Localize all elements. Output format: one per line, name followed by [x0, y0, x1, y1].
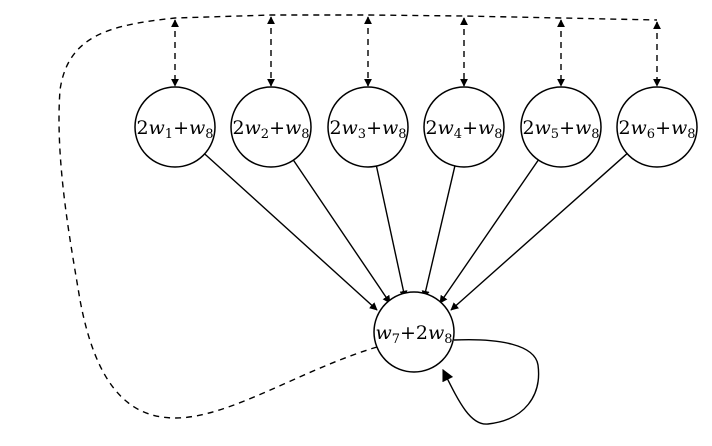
- label-part-plus: +: [559, 117, 575, 139]
- label-part-sub: 4: [454, 127, 462, 142]
- node-n1: 2w1+w8: [134, 86, 216, 168]
- label-part-var2: w: [285, 117, 301, 139]
- label-part-var: w: [375, 322, 391, 344]
- label-part-sub2: 8: [398, 127, 406, 142]
- node-n5: 2w5+w8: [520, 86, 602, 168]
- label-part-var2: w: [575, 117, 591, 139]
- label-part-var: w: [149, 117, 165, 139]
- node-circle: [616, 86, 698, 168]
- node-label: w7+2w8: [375, 322, 452, 347]
- edge-n6-to-n7: [450, 153, 628, 311]
- label-part-coef: 2: [329, 117, 341, 139]
- edge-n3-to-n7: [375, 165, 408, 299]
- label-part-coef: 2: [522, 117, 534, 139]
- label-part-coef: 2: [618, 117, 630, 139]
- label-part-plus: +: [462, 117, 478, 139]
- label-part-sub: 3: [358, 127, 366, 142]
- self-loop-edge: [442, 338, 540, 425]
- label-part-plus: +: [173, 117, 189, 139]
- label-part-coef: 2: [425, 117, 437, 139]
- edge-n5-to-n7: [439, 159, 539, 304]
- edge-n4-to-n7: [421, 165, 456, 299]
- node-label: 2w1+w8: [136, 117, 213, 142]
- label-part-sub2: 8: [494, 127, 502, 142]
- label-part-sub: 7: [392, 332, 400, 347]
- label-part-var2: w: [428, 322, 444, 344]
- label-part-var: w: [631, 117, 647, 139]
- label-part-sub2: 8: [591, 127, 599, 142]
- label-part-var2: w: [671, 117, 687, 139]
- label-part-var: w: [245, 117, 261, 139]
- label-part-coef: 2: [232, 117, 244, 139]
- label-part-sub2: 8: [301, 127, 309, 142]
- node-n4: 2w4+w8: [423, 86, 505, 168]
- label-part-sub2: 8: [444, 332, 452, 347]
- label-part-coef2: 2: [416, 322, 428, 344]
- label-part-plus: +: [269, 117, 285, 139]
- label-part-var: w: [438, 117, 454, 139]
- label-part-sub2: 8: [687, 127, 695, 142]
- label-part-var2: w: [189, 117, 205, 139]
- node-circle: [520, 86, 602, 168]
- node-label: 2w5+w8: [522, 117, 599, 142]
- node-label: 2w2+w8: [232, 117, 309, 142]
- node-circle: [230, 86, 312, 168]
- label-part-var: w: [535, 117, 551, 139]
- dashed-feedback-bus: [58, 14, 658, 419]
- edge-n2-to-n7: [292, 159, 391, 304]
- node-label: 2w6+w8: [618, 117, 695, 142]
- node-label: 2w3+w8: [329, 117, 406, 142]
- label-part-sub: 2: [261, 127, 269, 142]
- node-n6: 2w6+w8: [616, 86, 698, 168]
- node-n2: 2w2+w8: [230, 86, 312, 168]
- label-part-var2: w: [382, 117, 398, 139]
- label-part-sub: 6: [647, 127, 655, 142]
- node-circle: [327, 86, 409, 168]
- node-circle: [134, 86, 216, 168]
- node-n7: w7+2w8: [373, 291, 455, 373]
- label-part-plus: +: [655, 117, 671, 139]
- label-part-var2: w: [478, 117, 494, 139]
- node-label: 2w4+w8: [425, 117, 502, 142]
- label-part-sub: 1: [165, 127, 173, 142]
- label-part-plus: +: [366, 117, 382, 139]
- label-part-plus: +: [400, 322, 416, 344]
- node-circle: [373, 291, 455, 373]
- label-part-coef: 2: [136, 117, 148, 139]
- edge-n1-to-n7: [204, 153, 378, 311]
- node-circle: [423, 86, 505, 168]
- label-part-var: w: [342, 117, 358, 139]
- label-part-sub: 5: [551, 127, 559, 142]
- node-n3: 2w3+w8: [327, 86, 409, 168]
- label-part-sub2: 8: [205, 127, 213, 142]
